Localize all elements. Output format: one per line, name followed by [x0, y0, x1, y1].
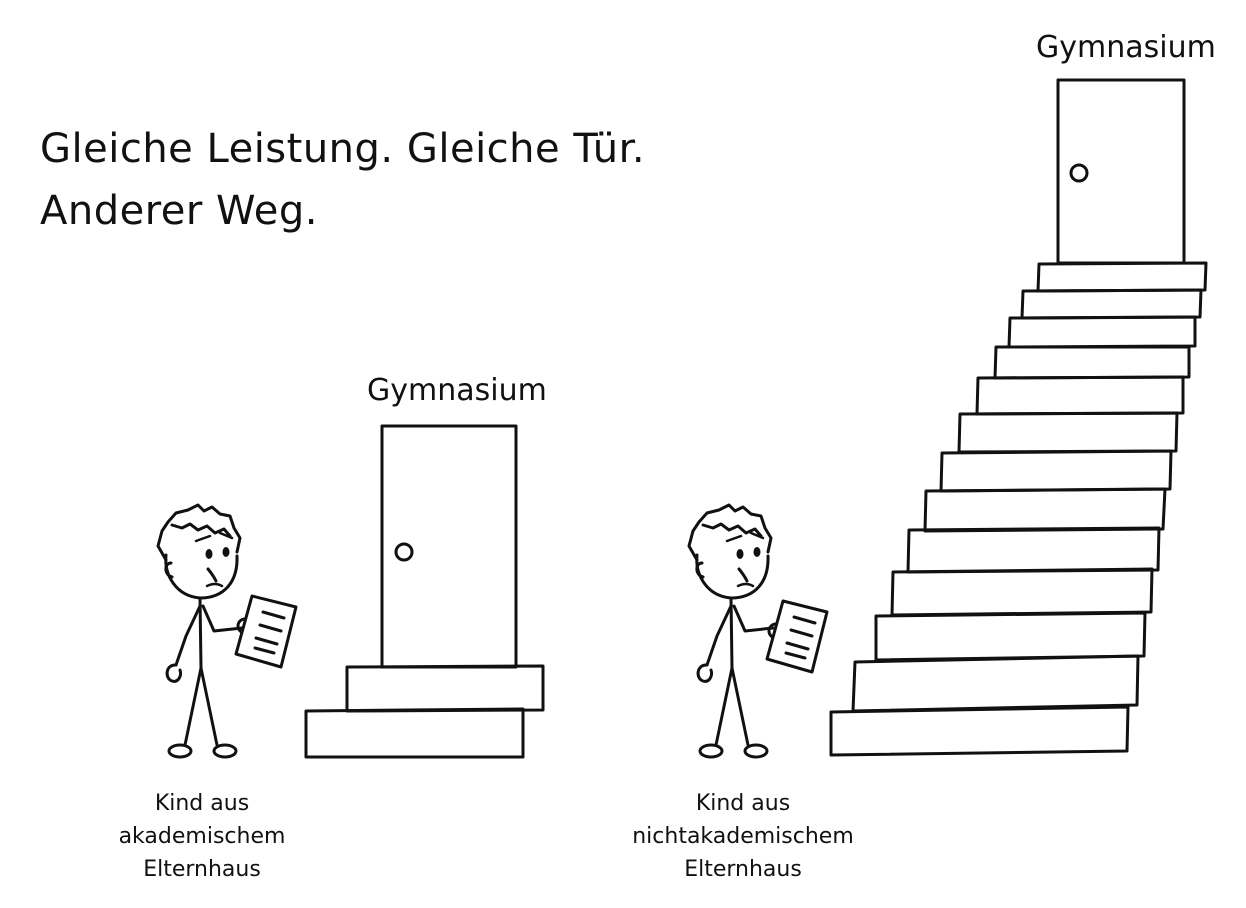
right-step-1 [829, 705, 1130, 757]
left-staircase [304, 664, 545, 759]
right-step-13 [1036, 261, 1208, 293]
right-step-5 [906, 526, 1161, 574]
left-door-icon [380, 424, 518, 669]
headline-line-2: Anderer Weg. [40, 188, 318, 234]
right-step-6 [923, 487, 1167, 533]
left-caption: Kind aus akademischem Elternhaus [118, 791, 286, 882]
right-step-7 [939, 449, 1173, 493]
right-report-card-icon [765, 599, 829, 674]
right-caption: Kind aus nichtakademischem Elternhaus [632, 791, 854, 882]
right-step-10 [993, 345, 1191, 380]
right-step-12 [1020, 288, 1203, 320]
right-step-9 [975, 375, 1185, 416]
right-door-label: Gymnasium [1036, 30, 1216, 65]
right-step-8 [957, 411, 1179, 454]
right-step-11 [1007, 315, 1197, 349]
headline: Gleiche Leistung. Gleiche Tür. Anderer W… [40, 118, 645, 242]
left-door-label: Gymnasium [367, 373, 547, 408]
right-staircase-icon [829, 261, 1208, 757]
headline-line-1: Gleiche Leistung. Gleiche Tür. [40, 126, 646, 172]
right-step-3 [874, 611, 1147, 662]
right-stick-figure-icon [687, 503, 785, 759]
left-step-2 [345, 664, 545, 713]
left-report-card-icon [234, 594, 298, 669]
right-step-2 [851, 654, 1140, 713]
left-step-1 [304, 707, 525, 759]
left-stick-figure-icon [156, 503, 254, 759]
right-step-4 [890, 567, 1154, 617]
right-door-icon [1056, 78, 1186, 265]
